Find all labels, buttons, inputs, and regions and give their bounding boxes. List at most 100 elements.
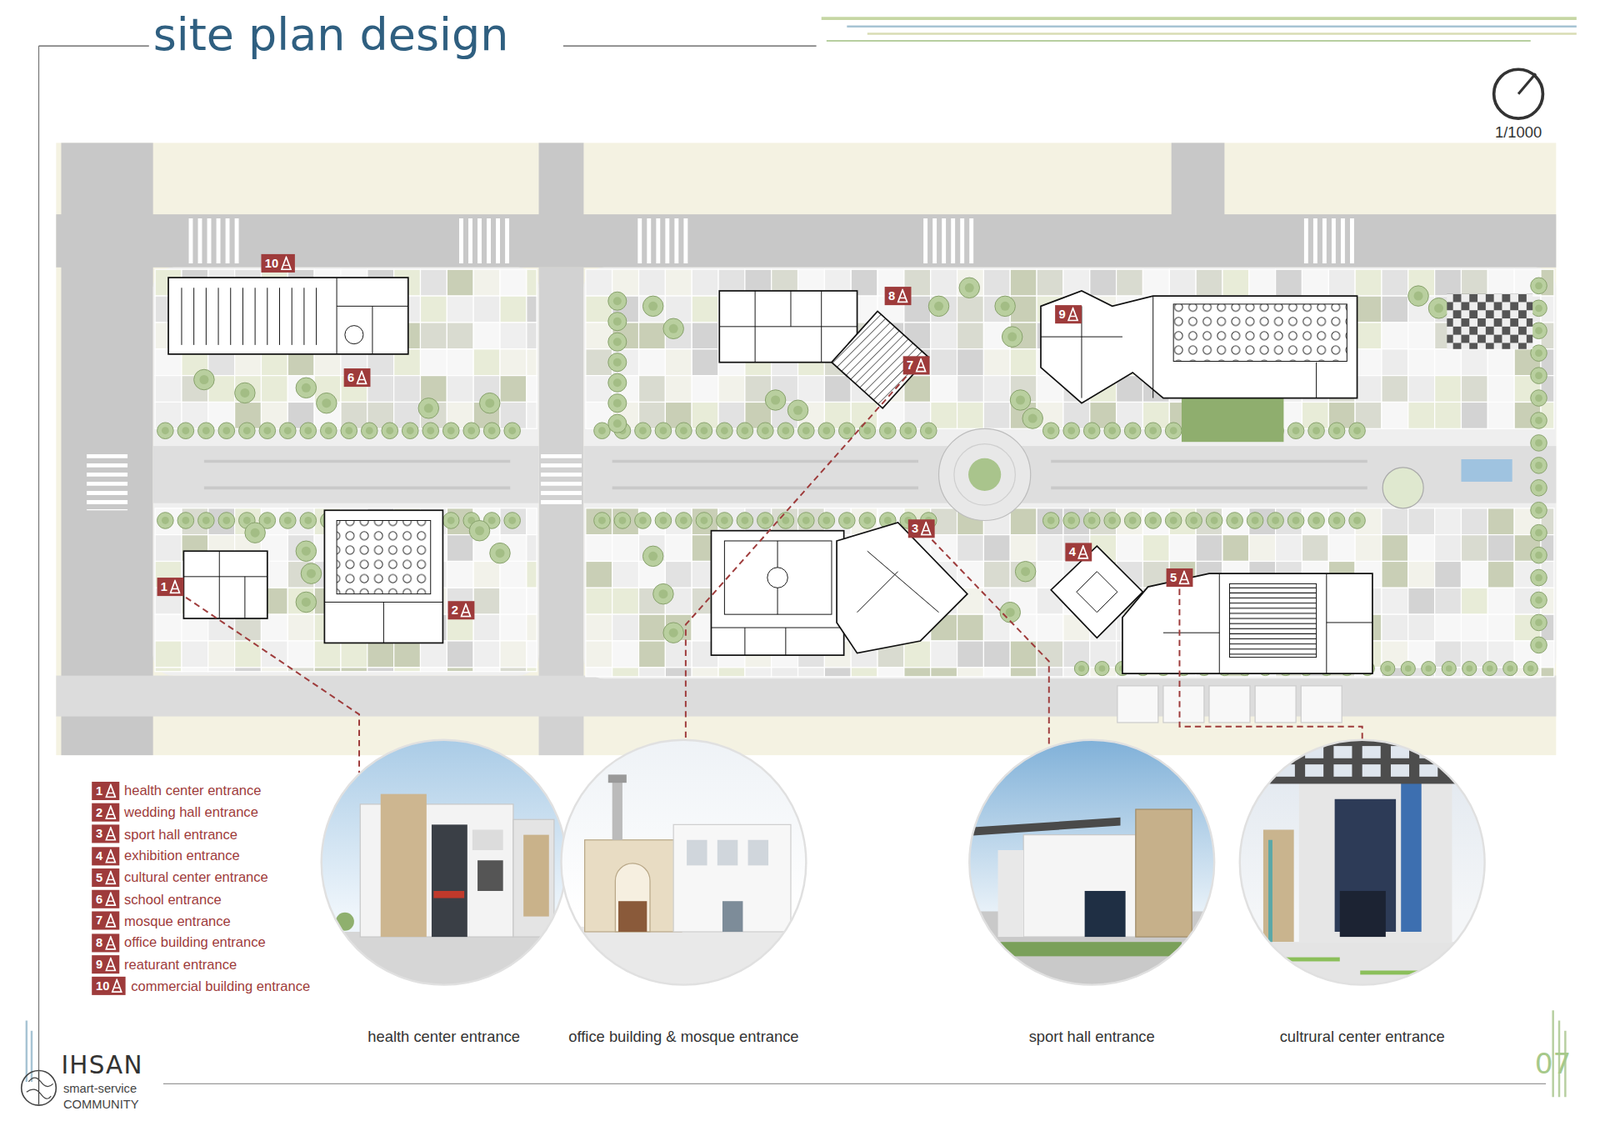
logo-subtitle: smart-service — [63, 1081, 137, 1096]
parking — [1117, 685, 1342, 723]
tree-core — [202, 426, 210, 435]
paving-tile — [930, 269, 958, 296]
legend-number: 8 — [95, 935, 103, 950]
tree — [1530, 322, 1548, 340]
legend-number: 9 — [95, 957, 103, 972]
tree-crown — [594, 512, 611, 530]
render-ground — [559, 926, 809, 987]
tree-crown — [480, 392, 500, 413]
tree-core — [761, 516, 770, 525]
render-part — [380, 794, 427, 937]
tree-core — [1292, 426, 1300, 435]
roundabout — [954, 444, 1015, 505]
paving-tile — [1355, 535, 1382, 562]
entrance-arrow-shape — [105, 784, 115, 797]
entrance-marker: 1 — [156, 577, 185, 596]
tree-crown — [1267, 512, 1285, 530]
tree-core — [1000, 301, 1010, 311]
tree-core — [1535, 439, 1543, 447]
legend-row: 1health center entrance — [91, 780, 310, 802]
tree-core — [680, 426, 688, 435]
paving-tile — [1540, 667, 1555, 677]
building-detail — [1163, 573, 1373, 674]
tree-crown — [1000, 601, 1020, 622]
tree — [798, 422, 815, 440]
north-arrow — [1494, 69, 1544, 119]
render-part — [1340, 890, 1386, 937]
tree-crown — [900, 422, 917, 440]
tree-core — [884, 516, 892, 525]
tree — [1530, 591, 1548, 609]
paving-tile — [665, 560, 692, 588]
paving-tile — [1036, 640, 1064, 668]
tree-core — [1535, 281, 1543, 290]
entrance-arrow-shape — [281, 257, 291, 270]
tree-crown — [1042, 512, 1060, 530]
legend-row: 4exhibition entrance — [91, 845, 310, 867]
render-mosque — [585, 840, 682, 932]
render-part — [431, 824, 468, 937]
entrance-arrow-shape — [107, 879, 113, 880]
tree-core — [1434, 303, 1444, 313]
view-caption: health center entrance — [367, 1027, 520, 1045]
render-part — [1333, 764, 1352, 777]
legend-number: 4 — [95, 848, 103, 863]
paving-tile — [1408, 322, 1435, 350]
tree-core — [1535, 529, 1543, 537]
tree-crown — [1001, 326, 1022, 347]
render-arch — [615, 863, 650, 932]
tree-crown — [608, 373, 627, 392]
tree — [463, 422, 480, 440]
paving-tile — [1010, 349, 1037, 376]
render-part — [1448, 745, 1467, 759]
parking-bay — [1300, 685, 1342, 723]
marker-number: 7 — [906, 358, 914, 373]
tree — [765, 390, 785, 410]
legend-row: 9reaturant entrance — [91, 953, 310, 975]
tree-crown — [1328, 512, 1345, 530]
tree-crown — [194, 369, 215, 390]
tree-core — [965, 283, 975, 293]
tree-core — [639, 516, 647, 525]
tree-crown — [1530, 390, 1548, 407]
legend-marker: 3 — [91, 825, 120, 844]
paving-tile — [473, 587, 500, 615]
paving-tile — [639, 322, 666, 350]
paving-tile — [1435, 614, 1462, 641]
tree-core — [1028, 414, 1038, 424]
paving-tile — [340, 640, 368, 668]
entrance-arrow — [280, 255, 292, 270]
paving-tile — [1460, 614, 1488, 641]
logo-subtitle: COMMUNITY — [63, 1096, 140, 1111]
paving-tile — [639, 269, 666, 296]
entrance-arrow-shape — [105, 827, 115, 840]
paving-tile — [957, 614, 985, 641]
entrance-marker: 3 — [907, 519, 935, 538]
paving-tile — [957, 322, 985, 350]
paving-tile — [394, 375, 421, 403]
tree-crown — [340, 422, 358, 440]
paving-tile — [639, 349, 666, 376]
tree-core — [284, 426, 292, 435]
marker-number: 10 — [265, 255, 279, 270]
entrance-arrow-shape — [105, 805, 115, 819]
tree-core — [740, 426, 749, 435]
entrance-arrow-shape — [107, 900, 113, 902]
paving-tile — [473, 269, 500, 296]
tree — [798, 512, 815, 530]
entrance-arrow-shape — [921, 522, 931, 535]
paving-tile — [1328, 535, 1355, 562]
view-caption: cultrural center entrance — [1280, 1027, 1445, 1045]
tree-core — [508, 516, 516, 525]
paving-tile — [1460, 508, 1488, 535]
legend-number: 2 — [95, 805, 103, 820]
paving-tile — [1381, 295, 1409, 323]
paving-tile — [983, 640, 1010, 668]
render-minaret — [612, 778, 623, 840]
paving-tile — [665, 269, 692, 296]
paving-tile — [585, 560, 613, 588]
legend-text: health center entrance — [124, 782, 262, 798]
paving-tile — [1487, 349, 1515, 376]
tree-crown — [504, 422, 521, 440]
tree-core — [613, 378, 622, 387]
